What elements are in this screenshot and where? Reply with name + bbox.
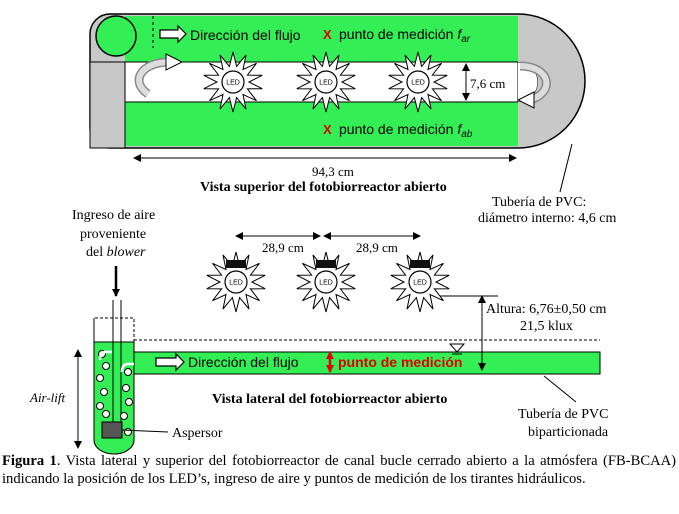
pvc-label-bottom-2: biparticionada — [528, 425, 609, 440]
led-side-1: LED — [206, 251, 266, 313]
flow-arrow-icon — [159, 24, 187, 44]
spacing-label-2: 28,9 cm — [356, 240, 398, 255]
led-label: LED — [413, 280, 427, 287]
led-label: LED — [319, 280, 333, 287]
side-flow-label: Dirección del flujo — [188, 354, 299, 370]
led-top-1: LED — [203, 51, 263, 113]
led-label: LED — [226, 80, 240, 87]
side-view-title: Vista lateral del fotobiorreactor abiert… — [212, 392, 447, 407]
column-top-dashed — [93, 317, 135, 342]
led-side-3: LED — [390, 251, 450, 313]
led-top-2: LED — [296, 51, 356, 113]
length-label: 94,3 cm — [312, 164, 354, 179]
caption-text: . Vista lateral y superior del fotobiorr… — [2, 453, 677, 487]
height-label: Altura: 6,76±0,50 cm — [486, 302, 607, 317]
left-block — [89, 61, 126, 149]
air-inlet-label-3: del blower — [86, 245, 146, 260]
air-inlet-label-1: Ingreso de aire — [72, 208, 155, 223]
meas-label-bottom: punto de medición fab — [339, 121, 473, 140]
caption-bold: Figura 1 — [2, 453, 57, 469]
pvc-label-top-1: Tubería de PVC: — [492, 195, 586, 210]
figure-caption: Figura 1. Vista lateral y superior del f… — [2, 452, 676, 488]
pvc-label-bottom-1: Tubería de PVC — [518, 407, 609, 422]
side-flow-arrow-icon — [155, 352, 185, 372]
led-label: LED — [319, 80, 333, 87]
airlift-circle — [95, 15, 137, 57]
lower-channel — [125, 102, 518, 146]
led-label: LED — [411, 80, 425, 87]
sparger-leader — [121, 429, 169, 433]
meas-mark-bottom: X — [323, 122, 332, 137]
top-view-title: Vista superior del fotobiorreactor abier… — [200, 180, 447, 195]
led-cap — [410, 260, 430, 268]
meas-label-top: punto de medición far — [339, 26, 471, 45]
lux-label: 21,5 klux — [520, 319, 573, 334]
led-top-3: LED — [388, 51, 448, 113]
led-label: LED — [229, 280, 243, 287]
pvc-label-top-2: diámetro interno: 4,6 cm — [478, 211, 617, 226]
led-side-2: LED — [296, 251, 356, 313]
water-level-icon — [448, 343, 466, 353]
meas-mark-top: X — [323, 27, 332, 42]
pvc-leader-bottom — [543, 375, 577, 403]
led-group: LED LED LED LED LED LED — [203, 51, 450, 313]
upper-channel — [125, 16, 518, 62]
top-view: Dirección del flujo X punto de medición … — [89, 13, 617, 226]
pvc-leader-top — [559, 143, 573, 193]
flow-label: Dirección del flujo — [190, 27, 301, 43]
led-cap — [316, 260, 336, 268]
side-view: Ingreso de aire proveniente del blower 2… — [29, 208, 609, 455]
side-meas-label: punto de medición — [338, 354, 462, 370]
right-rotation-arrow-icon — [516, 61, 551, 109]
led-cap — [226, 260, 246, 268]
air-inlet-label-2: proveniente — [80, 227, 146, 242]
left-rotation-arrow-icon — [134, 53, 184, 98]
airlift-column — [93, 318, 601, 455]
sparger-icon — [101, 421, 123, 439]
sparger-label: Aspersor — [172, 426, 223, 441]
spacing-label-1: 28,9 cm — [262, 240, 304, 255]
airlift-label: Air-lift — [29, 390, 66, 405]
width-label: 7,6 cm — [470, 76, 505, 91]
bubbles — [96, 350, 134, 436]
